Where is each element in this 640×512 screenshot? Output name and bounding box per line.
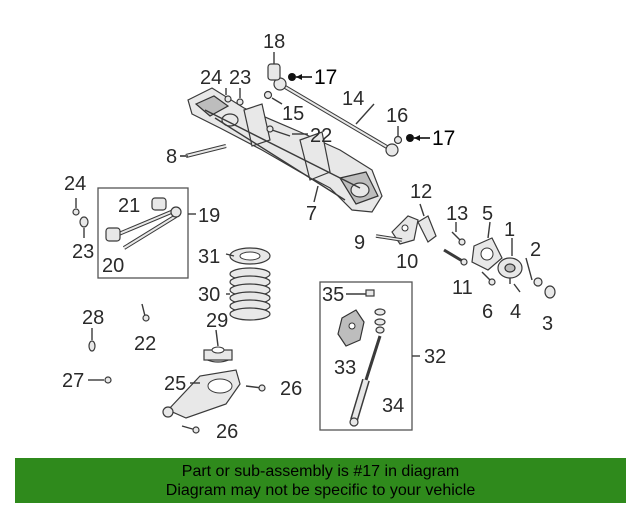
banner-line-1: Part or sub-assembly is #17 in diagram (181, 463, 460, 480)
bolt-part-8[interactable] (180, 144, 227, 158)
bracket-part-12[interactable] (417, 215, 437, 243)
info-banner: Part or sub-assembly is #17 in diagram D… (15, 458, 626, 503)
label-part-19: 19 (198, 205, 220, 227)
label-part-31: 31 (198, 246, 220, 268)
bushing-part-18[interactable] (267, 52, 281, 81)
leader-lines (180, 103, 533, 384)
shock-mount-part-33[interactable] (337, 309, 365, 347)
label-part-20: 20 (102, 255, 124, 277)
cap-part-3[interactable] (544, 285, 556, 299)
bolt-part-11[interactable] (443, 248, 468, 266)
lateral-rod-part-14[interactable] (273, 77, 399, 157)
banner-line-2: Diagram may not be specific to your vehi… (165, 482, 476, 499)
label-part-3: 3 (542, 313, 553, 335)
label-part-30: 30 (198, 284, 220, 306)
highlight-part-17-right[interactable] (406, 134, 430, 142)
nut-part-35[interactable] (365, 289, 375, 297)
bolt-part-26-right[interactable] (245, 384, 266, 392)
label-part-11: 11 (452, 277, 473, 299)
label-part-4: 4 (510, 301, 521, 323)
trailing-arm-part-19[interactable] (113, 206, 182, 250)
washer-part-24-left[interactable] (72, 198, 80, 216)
label-part-26-right: 26 (280, 378, 302, 400)
label-part-21: 21 (118, 195, 140, 217)
axle-beam-part-7[interactable] (187, 87, 383, 213)
bolt-part-13[interactable] (451, 231, 466, 246)
label-part-22-top: 22 (310, 125, 332, 147)
clip-part-27[interactable] (88, 376, 112, 384)
label-part-7: 7 (306, 203, 317, 225)
hub-part-1[interactable] (497, 257, 523, 284)
label-part-33: 33 (334, 357, 356, 379)
label-part-10: 10 (396, 251, 418, 273)
label-part-2: 2 (530, 239, 541, 261)
control-arm-part-25[interactable] (162, 369, 241, 419)
bolt-part-6[interactable] (481, 271, 496, 286)
label-part-24-top: 24 (200, 67, 222, 89)
highlight-part-17-top[interactable] (288, 73, 312, 81)
label-part-5: 5 (482, 203, 493, 225)
backing-plate-part-5[interactable] (471, 237, 503, 271)
bushing-part-20[interactable] (105, 227, 121, 242)
label-part-1: 1 (504, 219, 515, 241)
label-part-23-top: 23 (229, 67, 251, 89)
bump-stop-part-29[interactable] (203, 346, 233, 363)
label-part-8: 8 (166, 146, 177, 168)
label-part-16: 16 (386, 105, 408, 127)
label-part-22-left: 22 (134, 333, 156, 355)
label-part-17-top[interactable]: 17 (314, 66, 337, 89)
nut-part-23-top[interactable] (236, 88, 244, 106)
label-part-27: 27 (62, 370, 84, 392)
callout-labels: 18 24 23 17 14 15 16 17 22 8 7 24 21 19 … (62, 31, 553, 443)
bolt-part-22-left[interactable] (141, 303, 150, 322)
label-part-13: 13 (446, 203, 468, 225)
pin-part-28[interactable] (88, 328, 96, 352)
label-part-32: 32 (424, 346, 446, 368)
bracket-part-10[interactable] (391, 215, 419, 245)
label-part-26-bottom: 26 (216, 421, 238, 443)
label-part-9: 9 (354, 232, 365, 254)
label-part-34: 34 (382, 395, 404, 417)
label-part-15: 15 (282, 103, 304, 125)
bolt-part-26-bottom[interactable] (181, 425, 200, 434)
assembly-box-part-32 (319, 281, 413, 431)
label-part-12: 12 (410, 181, 432, 203)
label-part-18: 18 (263, 31, 285, 53)
bolt-part-9[interactable] (375, 234, 403, 242)
shock-absorber-part-34[interactable] (349, 308, 386, 427)
label-part-23-left: 23 (72, 241, 94, 263)
label-part-17-right[interactable]: 17 (432, 127, 455, 150)
nut-part-24-top[interactable] (224, 88, 232, 103)
spring-seat-part-31[interactable] (229, 247, 271, 265)
bushing-part-21[interactable] (151, 197, 167, 211)
label-part-14: 14 (342, 88, 364, 110)
label-part-28: 28 (82, 307, 104, 329)
label-part-6: 6 (482, 301, 493, 323)
nut-part-2[interactable] (533, 277, 543, 287)
coil-spring-part-30[interactable] (229, 267, 271, 321)
label-part-24-left: 24 (64, 173, 86, 195)
stud-part-4[interactable] (513, 283, 521, 293)
fastener-part-16[interactable] (393, 126, 403, 145)
bolt-part-22-top[interactable] (266, 125, 291, 137)
label-part-25: 25 (164, 373, 186, 395)
fastener-part-15[interactable] (263, 90, 283, 105)
washer-part-23-left[interactable] (79, 216, 89, 238)
label-part-29: 29 (206, 310, 228, 332)
label-part-35: 35 (322, 284, 344, 306)
